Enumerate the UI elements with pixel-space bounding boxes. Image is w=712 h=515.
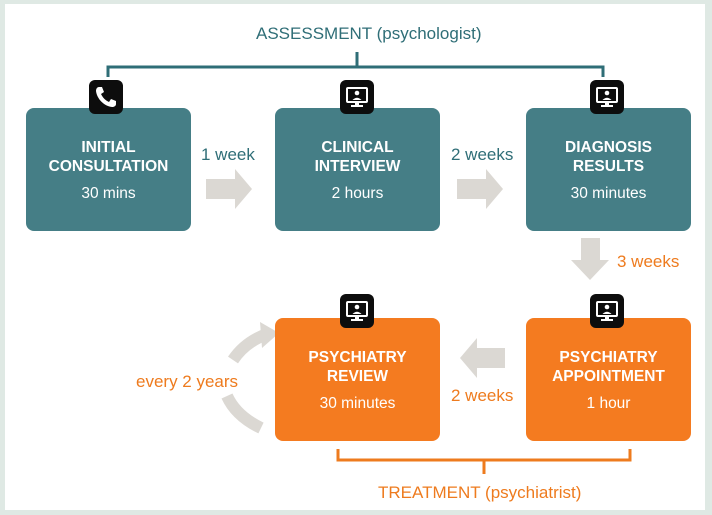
phone-icon [89, 80, 123, 114]
box-title: INITIAL CONSULTATION [48, 139, 169, 175]
cycle-arrow-lower [221, 393, 264, 434]
video-call-icon [340, 294, 374, 328]
diagram-canvas: ASSESSMENT (psychologist) TREATMENT (psy… [5, 4, 705, 510]
initial-consultation-box: INITIAL CONSULTATION 30 mins [26, 108, 191, 231]
box-duration: 1 hour [586, 395, 631, 412]
assessment-label: ASSESSMENT (psychologist) [256, 24, 482, 43]
psychiatry-review-box: PSYCHIATRY REVIEW 30 minutes [275, 318, 440, 441]
psychiatry-appointment-box: PSYCHIATRY APPOINTMENT 1 hour [526, 318, 691, 441]
box-duration: 30 mins [81, 185, 136, 202]
connectors [106, 52, 632, 474]
clinical-interview-box: CLINICAL INTERVIEW 2 hours [275, 108, 440, 231]
arrow-appointment-to-review [460, 338, 505, 378]
box-title: CLINICAL INTERVIEW [314, 139, 401, 175]
treatment-label: TREATMENT (psychiatrist) [378, 483, 582, 502]
box-title: DIAGNOSIS RESULTS [565, 139, 652, 175]
box-duration: 30 minutes [319, 395, 396, 412]
video-call-icon [340, 80, 374, 114]
box-duration: 30 minutes [570, 185, 647, 202]
video-call-icon [590, 294, 624, 328]
arrow-initial-to-clinical [206, 169, 252, 209]
box-title: PSYCHIATRY APPOINTMENT [552, 349, 665, 385]
interval-label-3-weeks: 3 weeks [617, 252, 680, 271]
interval-label-1-week: 1 week [201, 145, 255, 164]
diagnosis-results-box: DIAGNOSIS RESULTS 30 minutes [526, 108, 691, 231]
arrow-clinical-to-diagnosis [457, 169, 503, 209]
interval-label-2-weeks-treatment: 2 weeks [451, 386, 514, 405]
arrow-diagnosis-to-appointment [571, 238, 609, 280]
cycle-arrow-head [260, 322, 279, 348]
box-duration: 2 hours [331, 185, 384, 202]
review-cycle-label: every 2 years [136, 372, 239, 391]
interval-label-2-weeks: 2 weeks [451, 145, 514, 164]
assessment-bracket [106, 52, 605, 77]
video-call-icon [590, 80, 624, 114]
box-title: PSYCHIATRY REVIEW [308, 349, 407, 385]
treatment-bracket [336, 449, 632, 474]
